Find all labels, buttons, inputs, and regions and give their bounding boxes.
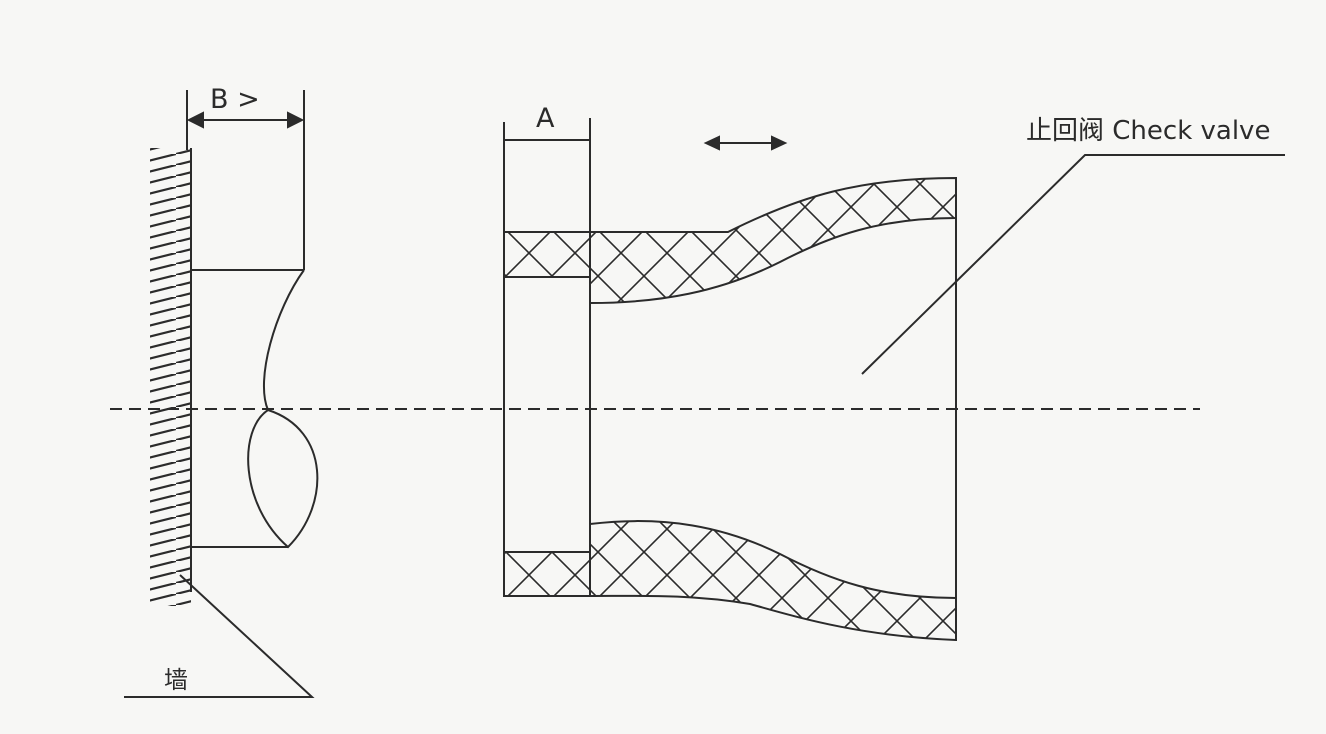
dimension-a-label: A [536, 103, 555, 134]
movement-arrow-head-left [703, 135, 720, 151]
wall [150, 148, 192, 606]
dimension-b-label: B > [210, 84, 260, 115]
pipe-break-upper-curve [262, 269, 305, 411]
wall-label: 墙 [164, 666, 188, 694]
check-valve-leader-line [861, 154, 1285, 375]
movement-arrow-head-right [771, 135, 788, 151]
flange-outline [503, 139, 591, 597]
flange-section-top [503, 231, 591, 278]
wall-leader-line [124, 574, 315, 698]
movement-double-arrow [703, 135, 788, 151]
dimension-b-arrow-right [287, 111, 305, 129]
check-valve-label: 止回阀 Check valve [1026, 116, 1271, 146]
dimension-b-arrow-left [186, 111, 204, 129]
flange-section-bottom [503, 551, 591, 597]
valve-wall-bottom [589, 520, 957, 642]
check-valve-body [589, 176, 957, 642]
dimension-b [186, 90, 305, 270]
pipe-break-lower-loop [247, 408, 319, 549]
pipe-stub [191, 269, 319, 549]
flange [503, 139, 591, 597]
wall-hatching [150, 148, 191, 606]
valve-wall-top [589, 176, 957, 305]
